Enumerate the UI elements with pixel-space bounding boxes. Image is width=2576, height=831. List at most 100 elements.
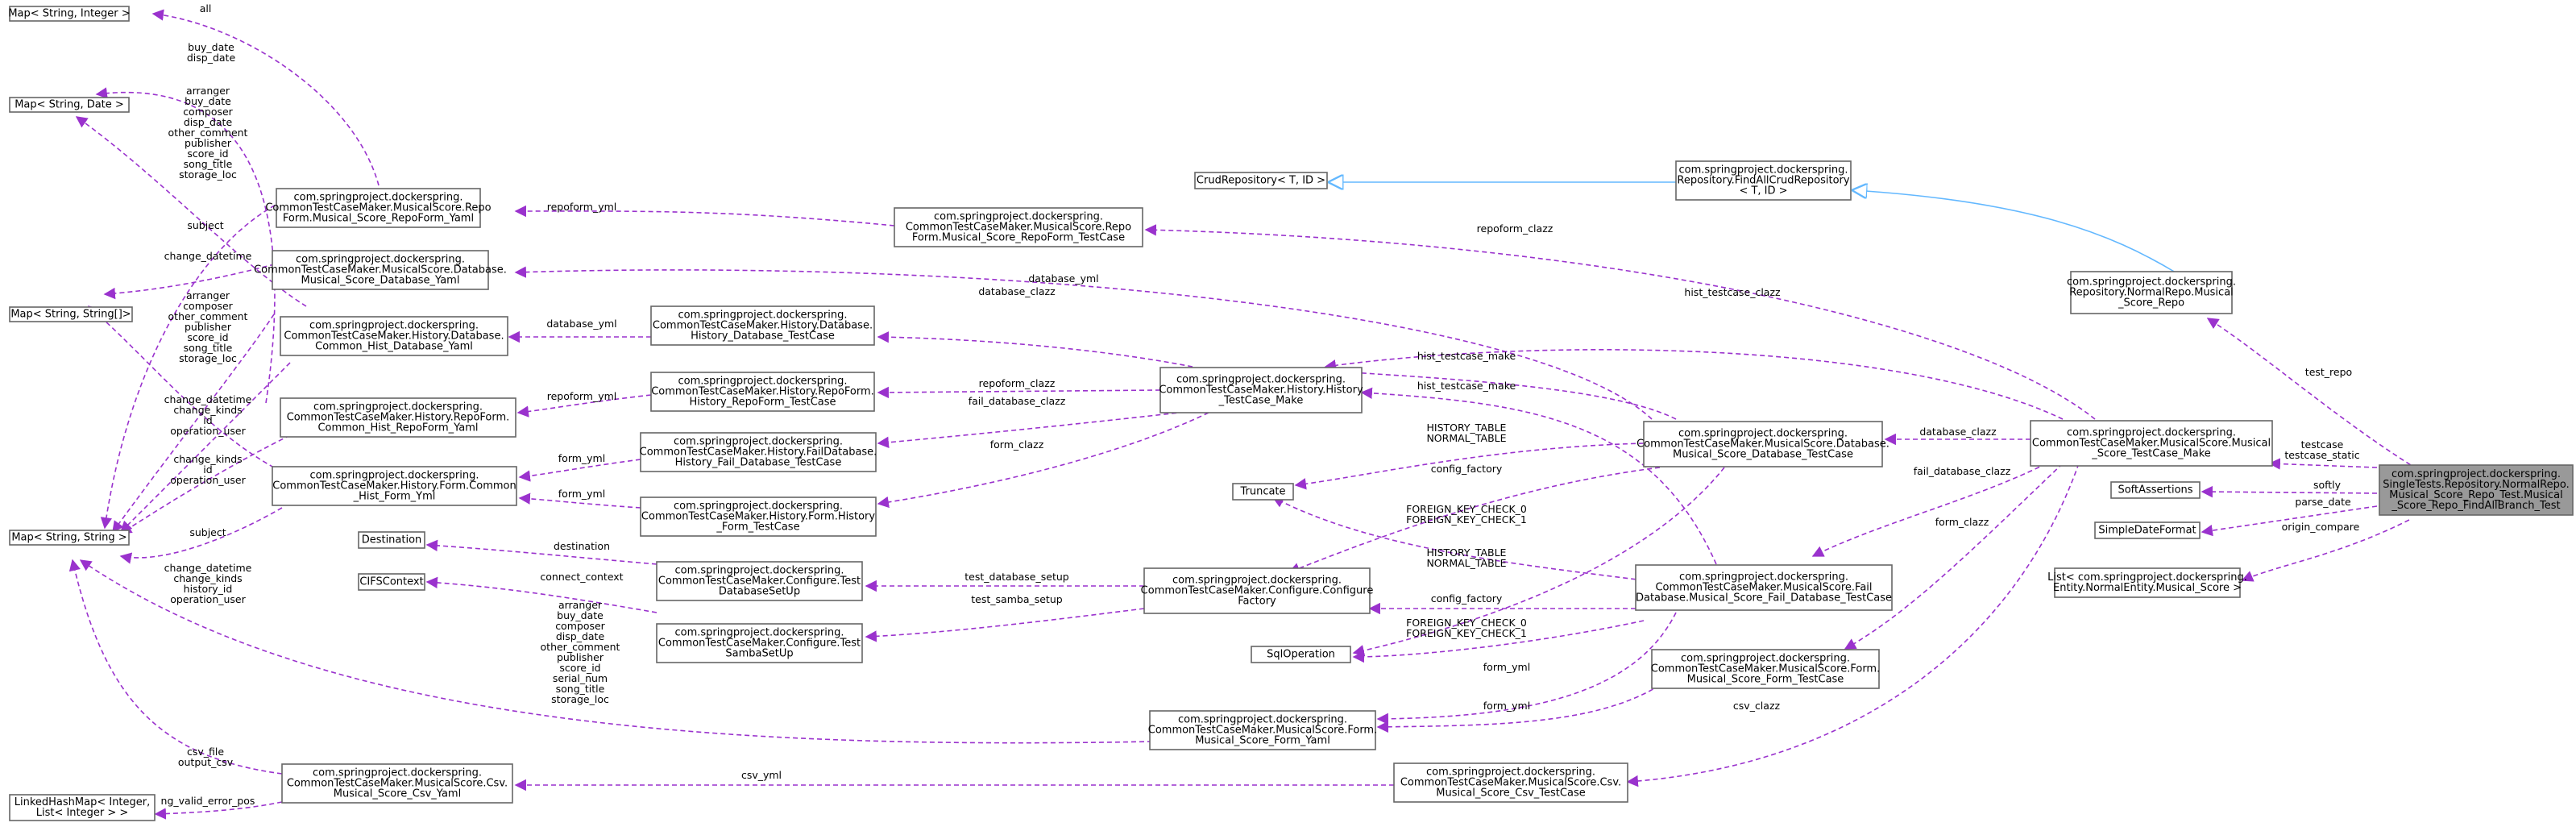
node-label-line: CrudRepository< T, ID > [1197, 175, 1325, 187]
edge-hist-testcase-make-1 [1324, 365, 1677, 420]
edge-label-form-yml-1: form_yml [558, 452, 605, 464]
edge-label-line: FOREIGN_KEY_CHECK_1 [1406, 513, 1527, 526]
node-box [358, 573, 425, 591]
edge-repoform-clazz-2 [1144, 224, 2096, 420]
node-fail-db-testcase[interactable]: com.springproject.dockerspring.CommonTes… [1635, 564, 1893, 611]
edge-testcase [2268, 458, 2378, 470]
edge-origin-compare [2241, 519, 2410, 582]
node-simple-date-format[interactable]: SimpleDateFormat [2094, 521, 2201, 539]
node-label-line: _Score_Repo [2118, 297, 2184, 310]
edge-label-subject-2: subject [189, 526, 226, 538]
node-map-str-int[interactable]: Map< String, Integer > [8, 6, 131, 22]
node-label-line: CommonTestCaseMaker.Configure.Test [658, 575, 861, 588]
edge-destination [425, 539, 657, 565]
edge-config-factory-1 [1288, 467, 1661, 574]
edge-label-line: storage_loc [551, 693, 609, 705]
edge-label-line: change_kinds [173, 453, 242, 465]
node-box [1251, 646, 1351, 663]
node-cifscontext[interactable]: CIFSContext [358, 573, 425, 591]
edge-label-line: score_id [187, 148, 228, 160]
node-hist-form-testcase[interactable]: com.springproject.dockerspring.CommonTes… [640, 497, 877, 537]
node-label-line: Musical_Score_Database_Yaml [301, 275, 460, 287]
node-label-line: History_RepoForm_TestCase [689, 397, 836, 409]
edge-label-line: disp_date [556, 630, 605, 642]
node-test-db-setup[interactable]: com.springproject.dockerspring.CommonTes… [656, 561, 863, 601]
edge-label-line: test_database_setup [964, 571, 1068, 583]
edge-label-line: ng_valid_error_pos [161, 795, 255, 807]
edge-label-line: other_comment [541, 641, 620, 653]
node-musical-testcase-make[interactable]: com.springproject.dockerspring.CommonTes… [2030, 420, 2273, 467]
node-sqloperation[interactable]: SqlOperation [1251, 646, 1351, 663]
node-truncate[interactable]: Truncate [1232, 483, 1294, 501]
node-label-line: com.springproject.dockerspring. [294, 192, 463, 204]
node-hist-faildb-testcase[interactable]: com.springproject.dockerspring.CommonTes… [640, 432, 877, 472]
node-crud-repo[interactable]: CrudRepository< T, ID > [1194, 172, 1328, 189]
edge-label-line: database_clazz [978, 285, 1056, 297]
node-box [272, 250, 489, 290]
node-map-str-str[interactable]: Map< String, String > [9, 530, 130, 546]
node-hist-repoform-yaml[interactable]: com.springproject.dockerspring.CommonTes… [280, 397, 516, 438]
node-label-line: CommonTestCaseMaker.Configure.Test [658, 638, 861, 650]
node-configure-factory[interactable]: com.springproject.dockerspring.CommonTes… [1141, 567, 1374, 614]
node-hist-db-testcase[interactable]: com.springproject.dockerspring.CommonTes… [650, 305, 875, 346]
node-label-line: SingleTests.Repository.NormalRepo. [2383, 479, 2569, 491]
node-repoform-testcase[interactable]: com.springproject.dockerspring.CommonTes… [894, 207, 1143, 247]
node-form-yaml[interactable]: com.springproject.dockerspring.CommonTes… [1148, 710, 1377, 750]
edge-test-samba-setup [865, 608, 1145, 642]
node-label-line: com.springproject.dockerspring. [674, 501, 843, 513]
node-map-str-strarr[interactable]: Map< String, String[]> [9, 306, 133, 322]
edge-label-line: operation_user [170, 474, 246, 486]
edge-label-line: all [200, 2, 212, 15]
node-form-testcase[interactable]: com.springproject.dockerspring.CommonTes… [1651, 649, 1880, 689]
edge-label-database-clazz-1: database_clazz [978, 285, 1056, 297]
node-hist-form-yml[interactable]: com.springproject.dockerspring.CommonTes… [272, 466, 517, 506]
edge-csv-clazz [1626, 463, 2080, 787]
edge-label-hist-db-strings: change_datetimechange_kindsidoperation_u… [164, 393, 252, 437]
node-csv-testcase[interactable]: com.springproject.dockerspring.CommonTes… [1393, 762, 1628, 803]
node-box [1651, 649, 1880, 689]
edge-label-line: test_samba_setup [971, 593, 1062, 605]
edge-label-hist-testcase-make-1: hist_testcase_make [1417, 350, 1516, 362]
node-label-line: CommonTestCaseMaker.MusicalScore.Databas… [1636, 438, 1889, 451]
node-list-musical-score[interactable]: List< com.springproject.dockerspring.Ent… [2047, 567, 2247, 598]
edge-label-line: form_yml [558, 488, 605, 500]
edge-label-line: buy_date [188, 41, 234, 53]
node-focus[interactable]: com.springproject.dockerspring.SingleTes… [2379, 464, 2574, 516]
edge-label-form-clazz-1: form_clazz [990, 438, 1044, 451]
node-csv-yaml[interactable]: com.springproject.dockerspring.CommonTes… [281, 763, 513, 804]
edge-repoform-clazz-1 [877, 386, 1161, 399]
node-label-line: _Score_TestCase_Make [2091, 448, 2211, 460]
edge-label-line: softly [2313, 479, 2342, 491]
node-destination[interactable]: Destination [358, 531, 425, 549]
edge-label-line: parse_date [2295, 496, 2351, 508]
node-test-samba-setup[interactable]: com.springproject.dockerspring.CommonTes… [656, 623, 863, 663]
node-history-testcase-make[interactable]: com.springproject.dockerspring.CommonTes… [1159, 367, 1363, 413]
node-label-line: com.springproject.dockerspring. [674, 436, 843, 448]
edge-label-line: NORMAL_TABLE [1426, 557, 1506, 569]
node-label-line: Musical_Score_Repo_Test.Musical [2389, 489, 2562, 501]
node-hist-db-yaml[interactable]: com.springproject.dockerspring.CommonTes… [280, 316, 508, 356]
node-map-str-date[interactable]: Map< String, Date > [9, 97, 130, 113]
edge-label-line: testcase_static [2284, 449, 2359, 461]
edge-label-line: output_csv [178, 756, 234, 768]
edge-label-line: song_title [556, 683, 605, 695]
node-musical-db-testcase[interactable]: com.springproject.dockerspring.CommonTes… [1636, 421, 1889, 467]
edge-form-yml-3 [1376, 612, 1677, 725]
node-soft-assertions[interactable]: SoftAssertions [2110, 481, 2201, 499]
node-musical-db-yaml[interactable]: com.springproject.dockerspring.CommonTes… [254, 250, 507, 290]
edge-buy-disp [95, 87, 276, 404]
edge-label-line: hist_testcase_clazz [1684, 286, 1781, 298]
node-find-all-crud[interactable]: com.springproject.dockerspring.Repositor… [1675, 160, 1852, 201]
node-linked-hash-map[interactable]: LinkedHashMap< Integer,List< Integer > > [9, 794, 156, 821]
node-box [280, 316, 508, 356]
node-label-line: com.springproject.dockerspring. [1678, 428, 1848, 440]
node-repo-form-yaml[interactable]: com.springproject.dockerspring.CommonTes… [265, 188, 492, 228]
edge-label-line: composer [183, 300, 233, 312]
node-musical-repo[interactable]: com.springproject.dockerspring.Repositor… [2067, 271, 2236, 314]
node-label-line: Form.Musical_Score_RepoForm_TestCase [912, 232, 1125, 244]
node-hist-repoform-testcase[interactable]: com.springproject.dockerspring.CommonTes… [650, 372, 875, 412]
node-label-line: Musical_Score_Database_TestCase [1673, 449, 1853, 461]
